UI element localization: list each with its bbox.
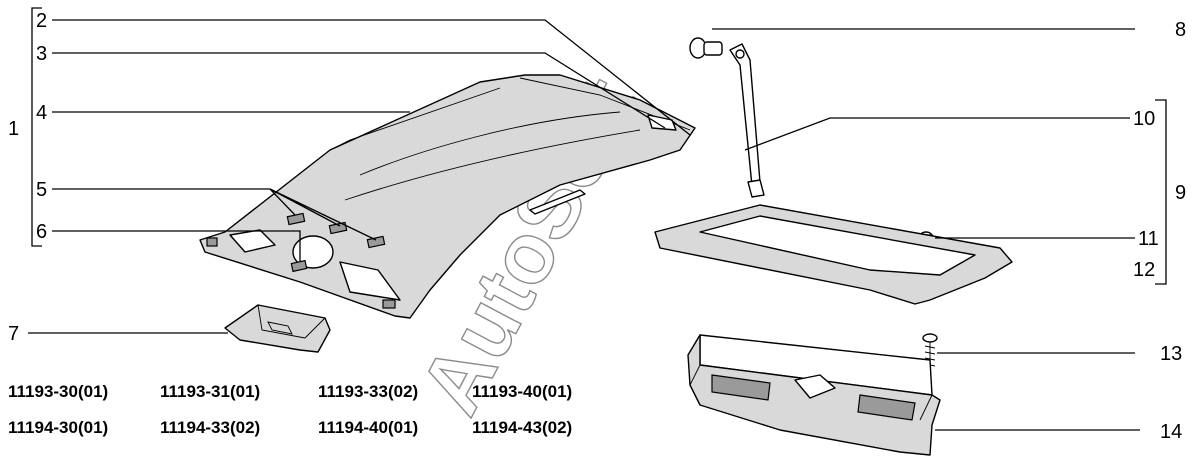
model-code: 11194-33(02) — [160, 418, 261, 437]
model-code: 11194-40(01) — [318, 418, 419, 437]
model-code: 11194-30(01) — [8, 418, 109, 437]
dome-light-part — [224, 304, 331, 353]
model-codes-table: 11193-30(01) 11193-31(01) 11193-33(02) 1… — [0, 380, 640, 450]
group-9-bracket — [1155, 99, 1167, 285]
callout-2: 2 — [36, 10, 47, 32]
callout-10: 10 — [1133, 108, 1155, 130]
headliner-part — [199, 74, 696, 319]
callout-1: 1 — [8, 118, 19, 140]
group-1-bracket — [31, 7, 42, 247]
callout-13: 13 — [1160, 343, 1182, 365]
callout-3: 3 — [36, 43, 47, 65]
callout-8: 8 — [1175, 19, 1186, 41]
model-code: 11193-30(01) — [8, 382, 109, 401]
leader-lines — [28, 19, 1140, 431]
callout-11: 11 — [1138, 228, 1159, 250]
callout-6: 6 — [36, 221, 47, 243]
model-code: 11193-40(01) — [472, 382, 573, 401]
parcel-shelf-strap-part — [729, 43, 765, 198]
callout-5: 5 — [36, 179, 47, 201]
bolt-part — [689, 37, 723, 59]
screw-part — [922, 333, 938, 368]
callout-14: 14 — [1160, 421, 1182, 443]
callout-4: 4 — [36, 102, 47, 124]
callout-7: 7 — [8, 323, 19, 345]
model-code: 11193-31(01) — [160, 382, 261, 401]
model-code: 11194-43(02) — [472, 418, 573, 437]
trim-panel-part — [687, 334, 941, 456]
callout-9: 9 — [1175, 182, 1186, 204]
parcel-shelf-part — [654, 204, 1013, 305]
callout-12: 12 — [1133, 259, 1155, 281]
model-code: 11193-33(02) — [318, 382, 419, 401]
